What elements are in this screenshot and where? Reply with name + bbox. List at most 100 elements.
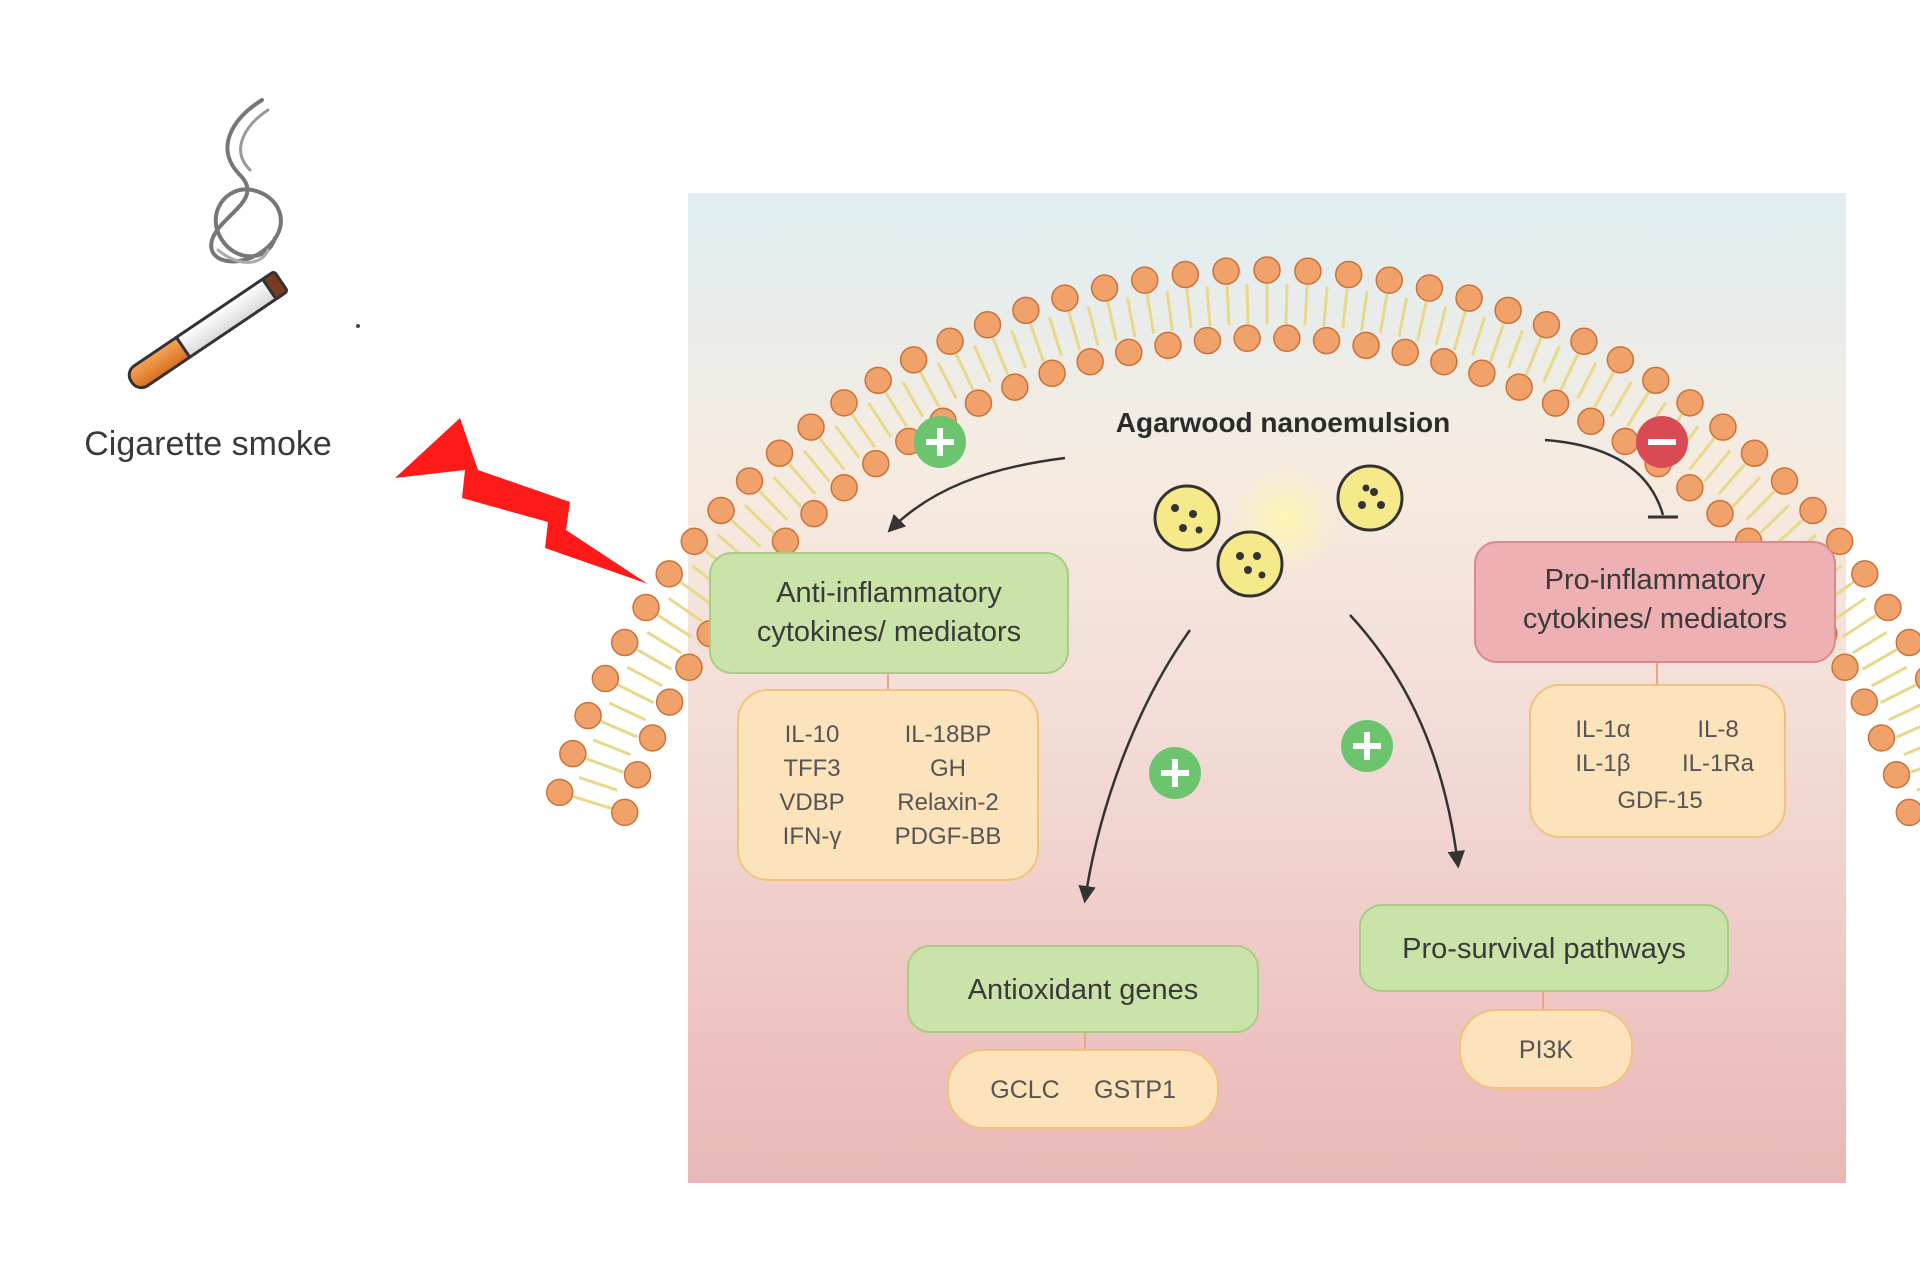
lipid-head	[771, 527, 800, 556]
lipid-tail	[668, 597, 703, 623]
lipid-head	[1606, 346, 1635, 374]
lipid-head	[1430, 347, 1458, 376]
plus-icon	[914, 416, 966, 468]
lipid-tail	[608, 701, 647, 722]
antioxidant-genes-title: Antioxidant genes	[968, 974, 1199, 1006]
pro-inflammatory-box	[1474, 541, 1836, 663]
lipid-tail	[1125, 297, 1137, 338]
lipid-head	[1895, 628, 1920, 657]
lipid-head	[545, 778, 574, 807]
lipid-head	[1233, 324, 1261, 353]
lipid-head	[1455, 284, 1483, 312]
lipid-tail	[991, 337, 1010, 376]
lipid-head	[675, 653, 703, 682]
lipid-tail	[1341, 288, 1349, 329]
lipid-head	[638, 724, 667, 752]
lipid-head	[1770, 467, 1799, 495]
lipid-head	[623, 761, 652, 789]
lipid-tail	[1688, 437, 1716, 471]
lipid-tail	[1759, 504, 1790, 535]
lipid-head	[1115, 338, 1143, 367]
lipid-tail	[1067, 311, 1082, 351]
lipid-head	[1193, 326, 1222, 355]
pro-item-row3: GDF-15	[1617, 787, 1702, 814]
lipid-tail	[1542, 344, 1562, 383]
lipid-tail	[758, 490, 789, 521]
lipid-tail	[1861, 648, 1898, 671]
lipid-head	[1831, 653, 1859, 682]
pro-survival-box	[1359, 904, 1729, 992]
lipid-head	[973, 311, 1002, 339]
pro-inflammatory-items-box	[1529, 684, 1786, 838]
lipid-head	[1851, 560, 1879, 588]
lipid-head	[1312, 326, 1341, 355]
lipid-head	[1090, 274, 1119, 302]
lipid-tail	[1010, 329, 1028, 369]
lipid-tail	[1245, 284, 1250, 325]
lipid-head	[655, 560, 683, 588]
anti-item-right-3: Relaxin-2	[897, 789, 998, 816]
lipid-head	[1171, 260, 1200, 289]
lipid-head	[1391, 338, 1419, 367]
lipid-tail	[1416, 301, 1428, 342]
lipid-tail	[1506, 329, 1524, 369]
anti-item-left-1: IL-10	[785, 721, 840, 748]
lipid-tail	[592, 738, 631, 757]
lipid-tail	[1593, 371, 1616, 408]
lipid-head	[765, 439, 794, 467]
lipid-head	[800, 499, 828, 528]
lipid-tail	[1895, 725, 1920, 739]
lipid-tail	[1559, 353, 1580, 391]
lipid-head	[830, 389, 858, 417]
lipid-tail	[1471, 316, 1486, 356]
lipid-tail	[1626, 391, 1650, 428]
lipid-head	[1611, 427, 1639, 456]
lipid-head	[1038, 359, 1066, 388]
lipid-head	[1154, 331, 1182, 360]
lipid-head	[1709, 413, 1737, 441]
nanoparticle-icon	[1216, 530, 1284, 598]
inhibit-to-pro-inflammatory	[1544, 438, 1665, 516]
lipid-head	[1867, 724, 1896, 752]
lipid-tail	[1576, 362, 1598, 400]
antioxidant-genes-box	[907, 945, 1259, 1033]
lipid-head	[1375, 266, 1403, 294]
lipid-tail	[772, 476, 803, 508]
lipid-head	[574, 701, 602, 730]
lipid-head	[864, 366, 892, 395]
pro-survival-item: PI3K	[1519, 1036, 1574, 1064]
lipid-head	[1505, 373, 1533, 401]
lipid-head	[1882, 761, 1911, 789]
lipid-tail	[646, 630, 683, 655]
lipid-tail	[1145, 293, 1156, 334]
lipid-head	[1468, 359, 1496, 388]
pro-item-row1-left: IL-1α	[1575, 716, 1630, 743]
lipid-head	[1012, 296, 1040, 325]
lipid-tail	[1048, 316, 1063, 356]
lipid-tail	[1397, 297, 1409, 338]
lipid-head	[1253, 256, 1281, 284]
lipid-head	[1676, 389, 1704, 417]
lipid-tail	[578, 775, 618, 792]
pro-inflammatory-title-line1: Pro-inflammatory	[1545, 564, 1766, 596]
lipid-tail	[656, 613, 693, 639]
minus-icon	[1636, 416, 1688, 468]
lipid-head	[1494, 296, 1522, 325]
anti-item-right-1: IL-18BP	[905, 721, 992, 748]
lipid-head	[610, 628, 639, 657]
lipid-tail	[1360, 290, 1369, 331]
lipid-head	[1334, 260, 1363, 289]
anti-item-left-4: IFN-γ	[783, 823, 842, 850]
lipid-head	[797, 413, 825, 441]
lipid-head	[1825, 527, 1854, 556]
lipid-head	[1415, 274, 1444, 302]
lipid-tail	[1879, 683, 1917, 705]
lipid-tail	[1717, 462, 1747, 495]
lipid-tail	[1029, 323, 1045, 362]
plus-icon	[1341, 720, 1393, 772]
pro-survival-items-box	[1459, 1009, 1633, 1089]
lipid-head	[862, 449, 890, 478]
lipid-tail	[884, 391, 908, 428]
lipid-tail	[744, 504, 775, 535]
